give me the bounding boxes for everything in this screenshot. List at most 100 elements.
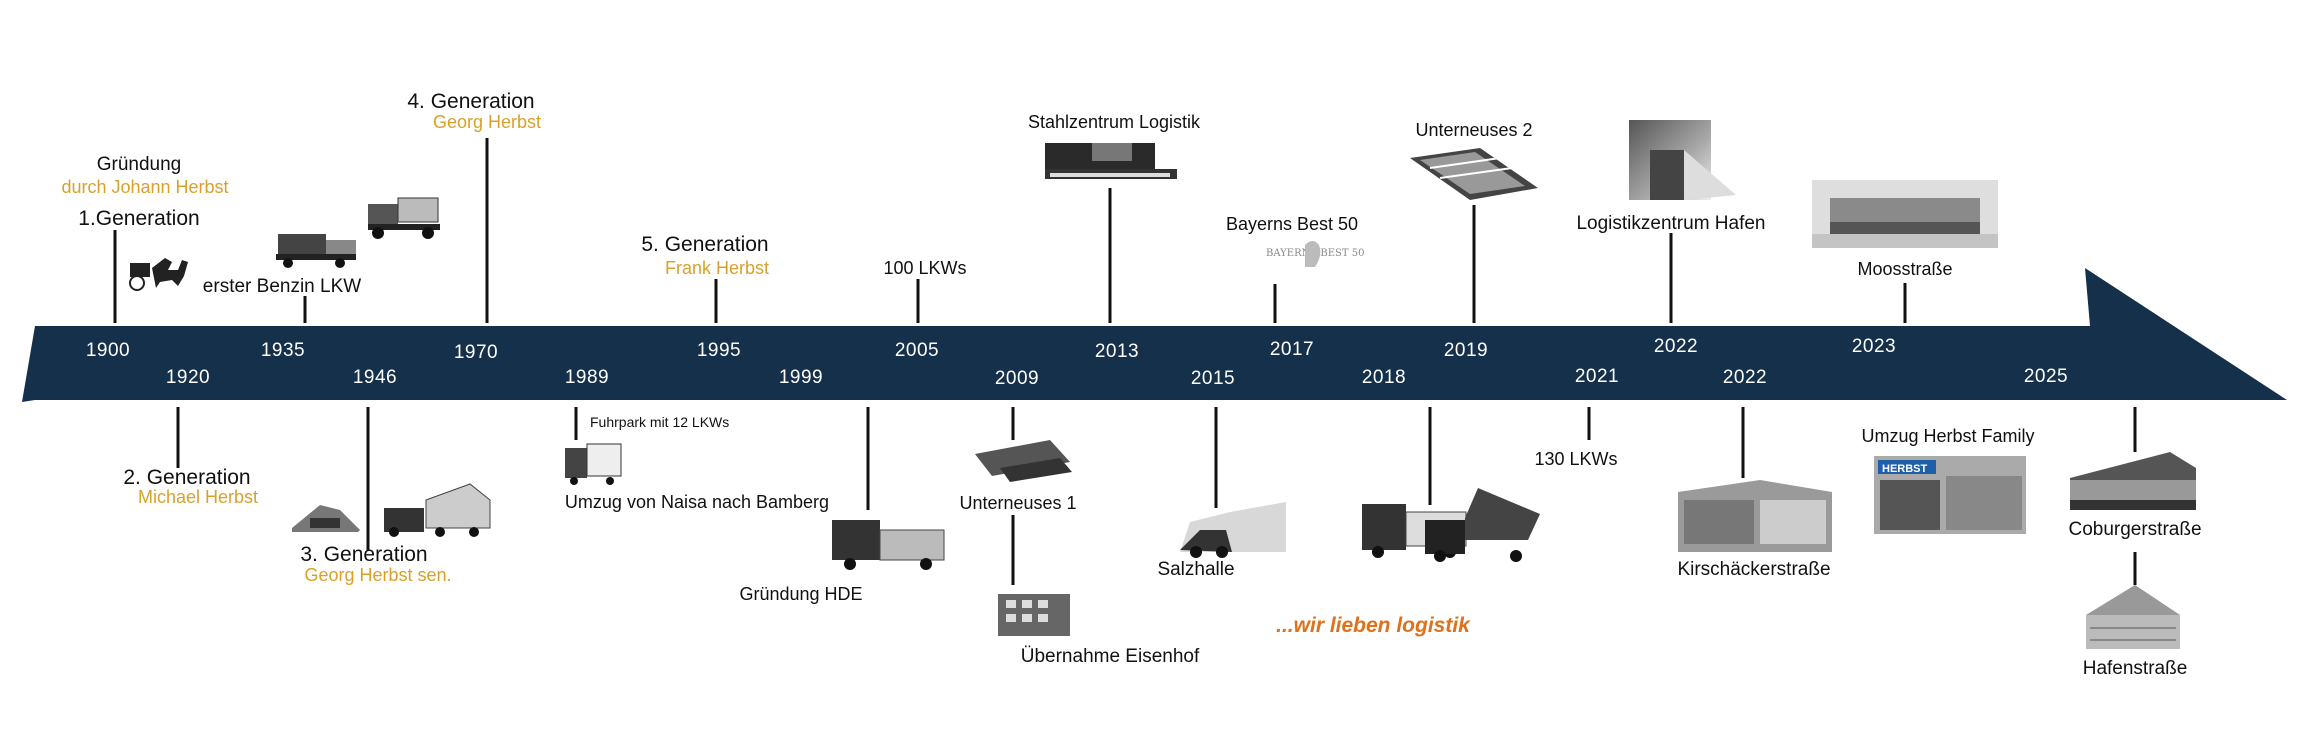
event-salz: Salzhalle [1157, 502, 1286, 580]
event-stahl: Stahlzentrum Logistik [1028, 112, 1201, 179]
event-label: Unterneuses 1 [959, 493, 1076, 513]
event-eisenhof: Übernahme Eisenhof [998, 594, 1200, 667]
year-label: 1995 [697, 340, 741, 361]
event-label: Umzug von Naisa nach Bamberg [565, 492, 829, 512]
year-label: 2015 [1191, 368, 1235, 389]
truck-icon [832, 520, 945, 570]
event-bayern: Bayerns Best 50 BAYERNS BEST 50 [1226, 214, 1364, 267]
event-label: Hafenstraße [2083, 658, 2188, 679]
event-family: Umzug Herbst Family HERBST [1861, 426, 2035, 534]
event-lkw130: 130 LKWs [1534, 449, 1617, 469]
year-label: 2025 [2024, 366, 2068, 387]
event-label: Coburgerstraße [2068, 519, 2201, 540]
slogan: ...wir lieben logistik [1276, 614, 1471, 637]
truck-icon [276, 234, 356, 268]
excavator-icon [1180, 502, 1286, 558]
year-label: 2022 [1723, 367, 1767, 388]
year-label: 2022 [1654, 336, 1698, 357]
building-icon [1678, 480, 1832, 552]
generation-name: Frank Herbst [665, 258, 769, 278]
event-fuhrpark: Fuhrpark mit 12 LKWs [565, 414, 729, 485]
year-label: 2023 [1852, 336, 1896, 357]
year-label: 1989 [565, 367, 609, 388]
building-icon [975, 440, 1072, 482]
generation-title: 4. Generation [407, 90, 534, 113]
event-moos: Moosstraße [1812, 180, 1998, 279]
event-subtitle: durch Johann Herbst [61, 177, 228, 197]
year-label: 1970 [454, 342, 498, 363]
year-label: 2017 [1270, 339, 1314, 360]
excavator-icon [292, 505, 360, 532]
truck-icon [368, 197, 440, 239]
event-label: Salzhalle [1157, 559, 1234, 580]
event-label: Logistikzentrum Hafen [1576, 213, 1765, 234]
year-label: 2021 [1575, 366, 1619, 387]
event-label: 130 LKWs [1534, 449, 1617, 469]
event-label: Fuhrpark mit 12 LKWs [590, 414, 729, 430]
building-icon [1812, 180, 1998, 248]
generation-name: Georg Herbst [433, 112, 541, 132]
year-label: 1920 [166, 367, 210, 388]
event-title: Gründung [97, 154, 182, 175]
award-logo: BAYERNS BEST 50 [1266, 241, 1364, 267]
event-label: 100 LKWs [883, 258, 966, 278]
event-coburger: Coburgerstraße [2068, 452, 2202, 540]
year-label: 2013 [1095, 341, 1139, 362]
truck-icon [565, 443, 622, 485]
event-label: Bayerns Best 50 [1226, 214, 1358, 234]
event-gen3: 3. Generation Georg Herbst sen. [292, 483, 491, 585]
event-hde: Gründung HDE [739, 520, 945, 604]
generation-label: 1.Generation [78, 207, 199, 230]
building-icon [998, 594, 1070, 636]
year-label: 2009 [995, 368, 1039, 389]
event-label: Übernahme Eisenhof [1021, 646, 1200, 667]
generation-title: 2. Generation [123, 466, 250, 489]
year-label: 2005 [895, 340, 939, 361]
event-gen4: 4. Generation Georg Herbst [407, 90, 541, 132]
building-icon [2070, 452, 2196, 510]
train-icon [1045, 143, 1177, 179]
event-label: Umzug Herbst Family [1861, 426, 2034, 446]
event-lkw100: 100 LKWs [883, 258, 966, 278]
truck-icon [1362, 504, 1467, 558]
event-label: Gründung HDE [739, 584, 862, 604]
event-label: Moosstraße [1857, 259, 1952, 279]
years-upper: 1900 1935 1970 1995 2005 2013 2017 2019 … [86, 336, 1896, 363]
event-unterneuses1: Unterneuses 1 [959, 440, 1077, 513]
event-label: Unterneuses 2 [1415, 120, 1532, 140]
year-label: 1946 [353, 367, 397, 388]
generation-title: 5. Generation [641, 233, 768, 256]
truck-icon [1425, 488, 1540, 562]
event-label: Stahlzentrum Logistik [1028, 112, 1201, 132]
event-hafenstr: Hafenstraße [2083, 585, 2188, 679]
event-label: Kirschäckerstraße [1677, 559, 1830, 580]
horse-cart-icon [129, 258, 188, 291]
building-icon [2086, 585, 2180, 649]
event-2018-trucks [1362, 488, 1540, 562]
building-icon [1410, 148, 1538, 200]
event-benzin: erster Benzin LKW [203, 197, 440, 297]
years-lower: 1920 1946 1989 1999 2009 2015 2018 2021 … [166, 366, 2068, 389]
generation-title: 3. Generation [300, 543, 427, 566]
event-gen2: 2. Generation Michael Herbst [123, 466, 258, 507]
event-slogan: ...wir lieben logistik [1276, 614, 1471, 637]
event-gen5: 5. Generation Frank Herbst [641, 233, 769, 278]
event-gruendung: Gründung durch Johann Herbst 1.Generatio… [61, 154, 229, 291]
year-label: 1900 [86, 340, 130, 361]
truck-icon [384, 483, 491, 537]
family-sign-text: HERBST [1882, 463, 1928, 475]
timeline-band [22, 268, 2287, 402]
building-icon [1629, 120, 1736, 200]
generation-name: Georg Herbst sen. [304, 565, 451, 585]
event-label: erster Benzin LKW [203, 276, 361, 297]
generation-name: Michael Herbst [138, 487, 258, 507]
stems [113, 138, 2137, 585]
event-kirsch: Kirschäckerstraße [1677, 480, 1832, 580]
year-label: 1999 [779, 367, 823, 388]
year-label: 1935 [261, 340, 305, 361]
year-label: 2019 [1444, 340, 1488, 361]
building-icon: HERBST [1874, 456, 2026, 534]
event-hafen: Logistikzentrum Hafen [1576, 120, 1766, 234]
year-label: 2018 [1362, 367, 1406, 388]
